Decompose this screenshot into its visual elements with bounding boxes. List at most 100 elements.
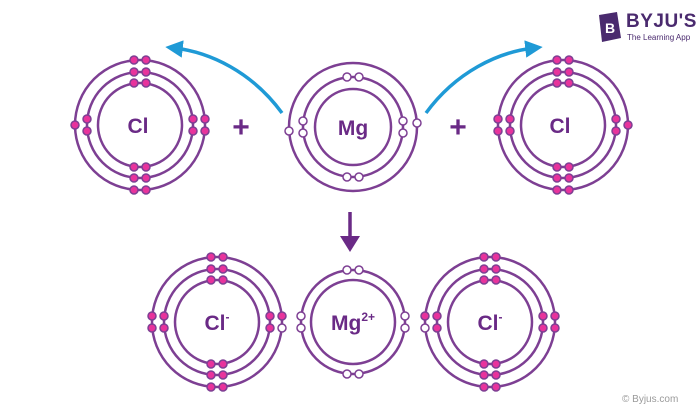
ion-symbol-cl-left: Cl- — [205, 310, 230, 335]
cl-left-atom-shell-1-electron — [141, 162, 151, 172]
cl-right-atom-shell-1-electron — [552, 162, 562, 172]
cl-left-atom-shell-3-electron — [129, 55, 139, 65]
mg-ion-shell-2-electron — [296, 311, 306, 321]
transfer-arrow-left — [165, 40, 284, 115]
cl-right-ion-shell-1-electron — [479, 359, 489, 369]
cl-right-ion-shell-2-electron — [432, 311, 442, 321]
cl-right-ion-shell-2-electron — [538, 311, 548, 321]
cl-right-atom-shell-2-electron — [505, 114, 515, 124]
cl-right-ion-shell-1-electron — [479, 275, 489, 285]
cl-left-atom-shell-1-electron — [141, 78, 151, 88]
cl-right-ion-shell-3-electron — [550, 311, 560, 321]
cl-left-ion-shell-3-electron — [147, 311, 157, 321]
mg-valence-electron — [284, 126, 294, 136]
cl-right-ion-shell-3-electron — [550, 323, 560, 333]
cl-left-ion-shell-3-electron — [206, 252, 216, 262]
cl-right-ion-shell-3 — [423, 255, 557, 389]
cl-right-ion-shell-2-electron — [491, 264, 501, 274]
cl-right-atom-shell-2-electron — [552, 173, 562, 183]
cl-right-ion-shell-2-electron — [479, 370, 489, 380]
plus-sign-right: + — [449, 111, 467, 144]
cl-left-atom-shell-3-electron — [129, 185, 139, 195]
cl-left-ion-shell-2-electron — [265, 311, 275, 321]
cl-left-atom-shell-2-electron — [129, 173, 139, 183]
brand-name: BYJU'S — [626, 11, 697, 32]
cl-left-atom-shell-1 — [96, 81, 184, 169]
cl-right-ion-shell-1 — [446, 278, 534, 366]
ion-cl-left-charge: - — [226, 310, 230, 324]
mg-ion-shell-1 — [309, 278, 397, 366]
cl-left-ion-shell-1-electron — [206, 359, 216, 369]
cl-right-ion-shell-2 — [435, 267, 545, 377]
byjus-logo-icon: B — [599, 12, 621, 42]
cl-left-atom-shell-2-electron — [188, 126, 198, 136]
cl-left-ion-shell-1-electron — [218, 359, 228, 369]
mg-ion-shell-2-electron — [400, 323, 410, 333]
cl-right-ion-shell-2-electron — [432, 323, 442, 333]
cl-right-atom-shell-2-electron — [611, 126, 621, 136]
brand-tagline: The Learning App — [627, 33, 691, 42]
mg-shell-2 — [301, 75, 405, 179]
cl-right-atom-shell-3-electron — [623, 120, 633, 130]
cl-left-atom-shell-1-electron — [129, 162, 139, 172]
ion-mg-element: Mg — [331, 312, 361, 335]
cl-right-ion-shell-3-electron — [491, 382, 501, 392]
cl-left-atom-shell-3-electron — [70, 120, 80, 130]
cl-left-atom-shell-2-electron — [129, 67, 139, 77]
cl-right-ion-shell-3-electron — [491, 252, 501, 262]
plus-sign-left: + — [232, 111, 250, 144]
mg-shell-2-electron — [354, 72, 364, 82]
cl-left-ion-shell-3-electron — [147, 323, 157, 333]
cl-left-atom-shell-2-electron — [188, 114, 198, 124]
copyright-notice: © Byjus.com — [622, 394, 679, 405]
mg-shell-2-electron — [342, 72, 352, 82]
mg-ion-shell-2-electron — [354, 369, 364, 379]
cl-left-atom-shell-2-electron — [82, 114, 92, 124]
cl-left-atom-shell-2 — [85, 70, 195, 180]
atom-symbol-cl-right: Cl — [550, 115, 571, 138]
cl-left-ion-shell-2-electron — [218, 370, 228, 380]
mg-shell-2-electron — [354, 172, 364, 182]
cl-left-ion-shell-3-electron — [218, 382, 228, 392]
mg-shell-2-electron — [398, 128, 408, 138]
cl-left-ion-shell-2-electron — [206, 264, 216, 274]
cl-left-atom-shell-1-electron — [129, 78, 139, 88]
transfer-arrow-right — [424, 40, 543, 115]
atom-symbol-cl-left: Cl — [128, 115, 149, 138]
cl-right-atom-shell-1-electron — [552, 78, 562, 88]
cl-right-ion-shell-2-electron — [491, 370, 501, 380]
cl-right-atom-shell-2-electron — [505, 126, 515, 136]
ion-mg-charge: 2+ — [361, 310, 375, 324]
svg-text:B: B — [605, 20, 615, 36]
cl-left-atom-shell-2-electron — [141, 67, 151, 77]
mg-shell-2-electron — [398, 116, 408, 126]
cl-right-atom-shell-3-electron — [493, 114, 503, 124]
cl-right-atom-shell-3-electron — [564, 185, 574, 195]
cl-left-ion-shell-2-electron — [265, 323, 275, 333]
mg-shell-2-electron — [298, 128, 308, 138]
cl-right-ion-shell-3-electron — [479, 382, 489, 392]
mg-ion-shell-2-electron — [342, 369, 352, 379]
mg-ion-shell-2-electron — [296, 323, 306, 333]
cl-right-ion-shell-2-electron — [538, 323, 548, 333]
cl-left-ion-shell-1-electron — [206, 275, 216, 285]
cl-right-atom-shell-2-electron — [552, 67, 562, 77]
cl-right-atom-shell-2-electron — [564, 173, 574, 183]
mg-shell-2-electron — [342, 172, 352, 182]
cl-right-atom-shell-3-electron — [493, 126, 503, 136]
cl-right-atom-shell-2-electron — [564, 67, 574, 77]
cl-right-atom-shell-1 — [519, 81, 607, 169]
cl-left-atom-shell-3-electron — [200, 114, 210, 124]
mg-ion-shell-2-electron — [342, 265, 352, 275]
ion-cl-right-charge: - — [499, 310, 503, 324]
cl-right-atom-shell-2-electron — [611, 114, 621, 124]
cl-left-ion-shell-2-electron — [218, 264, 228, 274]
mg-valence-electron — [412, 118, 422, 128]
cl-left-ion-shell-3-electron — [206, 382, 216, 392]
cl-left-ion-shell-2-electron — [159, 311, 169, 321]
ion-symbol-mg: Mg2+ — [331, 310, 375, 335]
cl-left-ion-shell-1 — [173, 278, 261, 366]
cl-left-atom-shell-2-electron — [82, 126, 92, 136]
cl-left-ion-shell-2-electron — [159, 323, 169, 333]
